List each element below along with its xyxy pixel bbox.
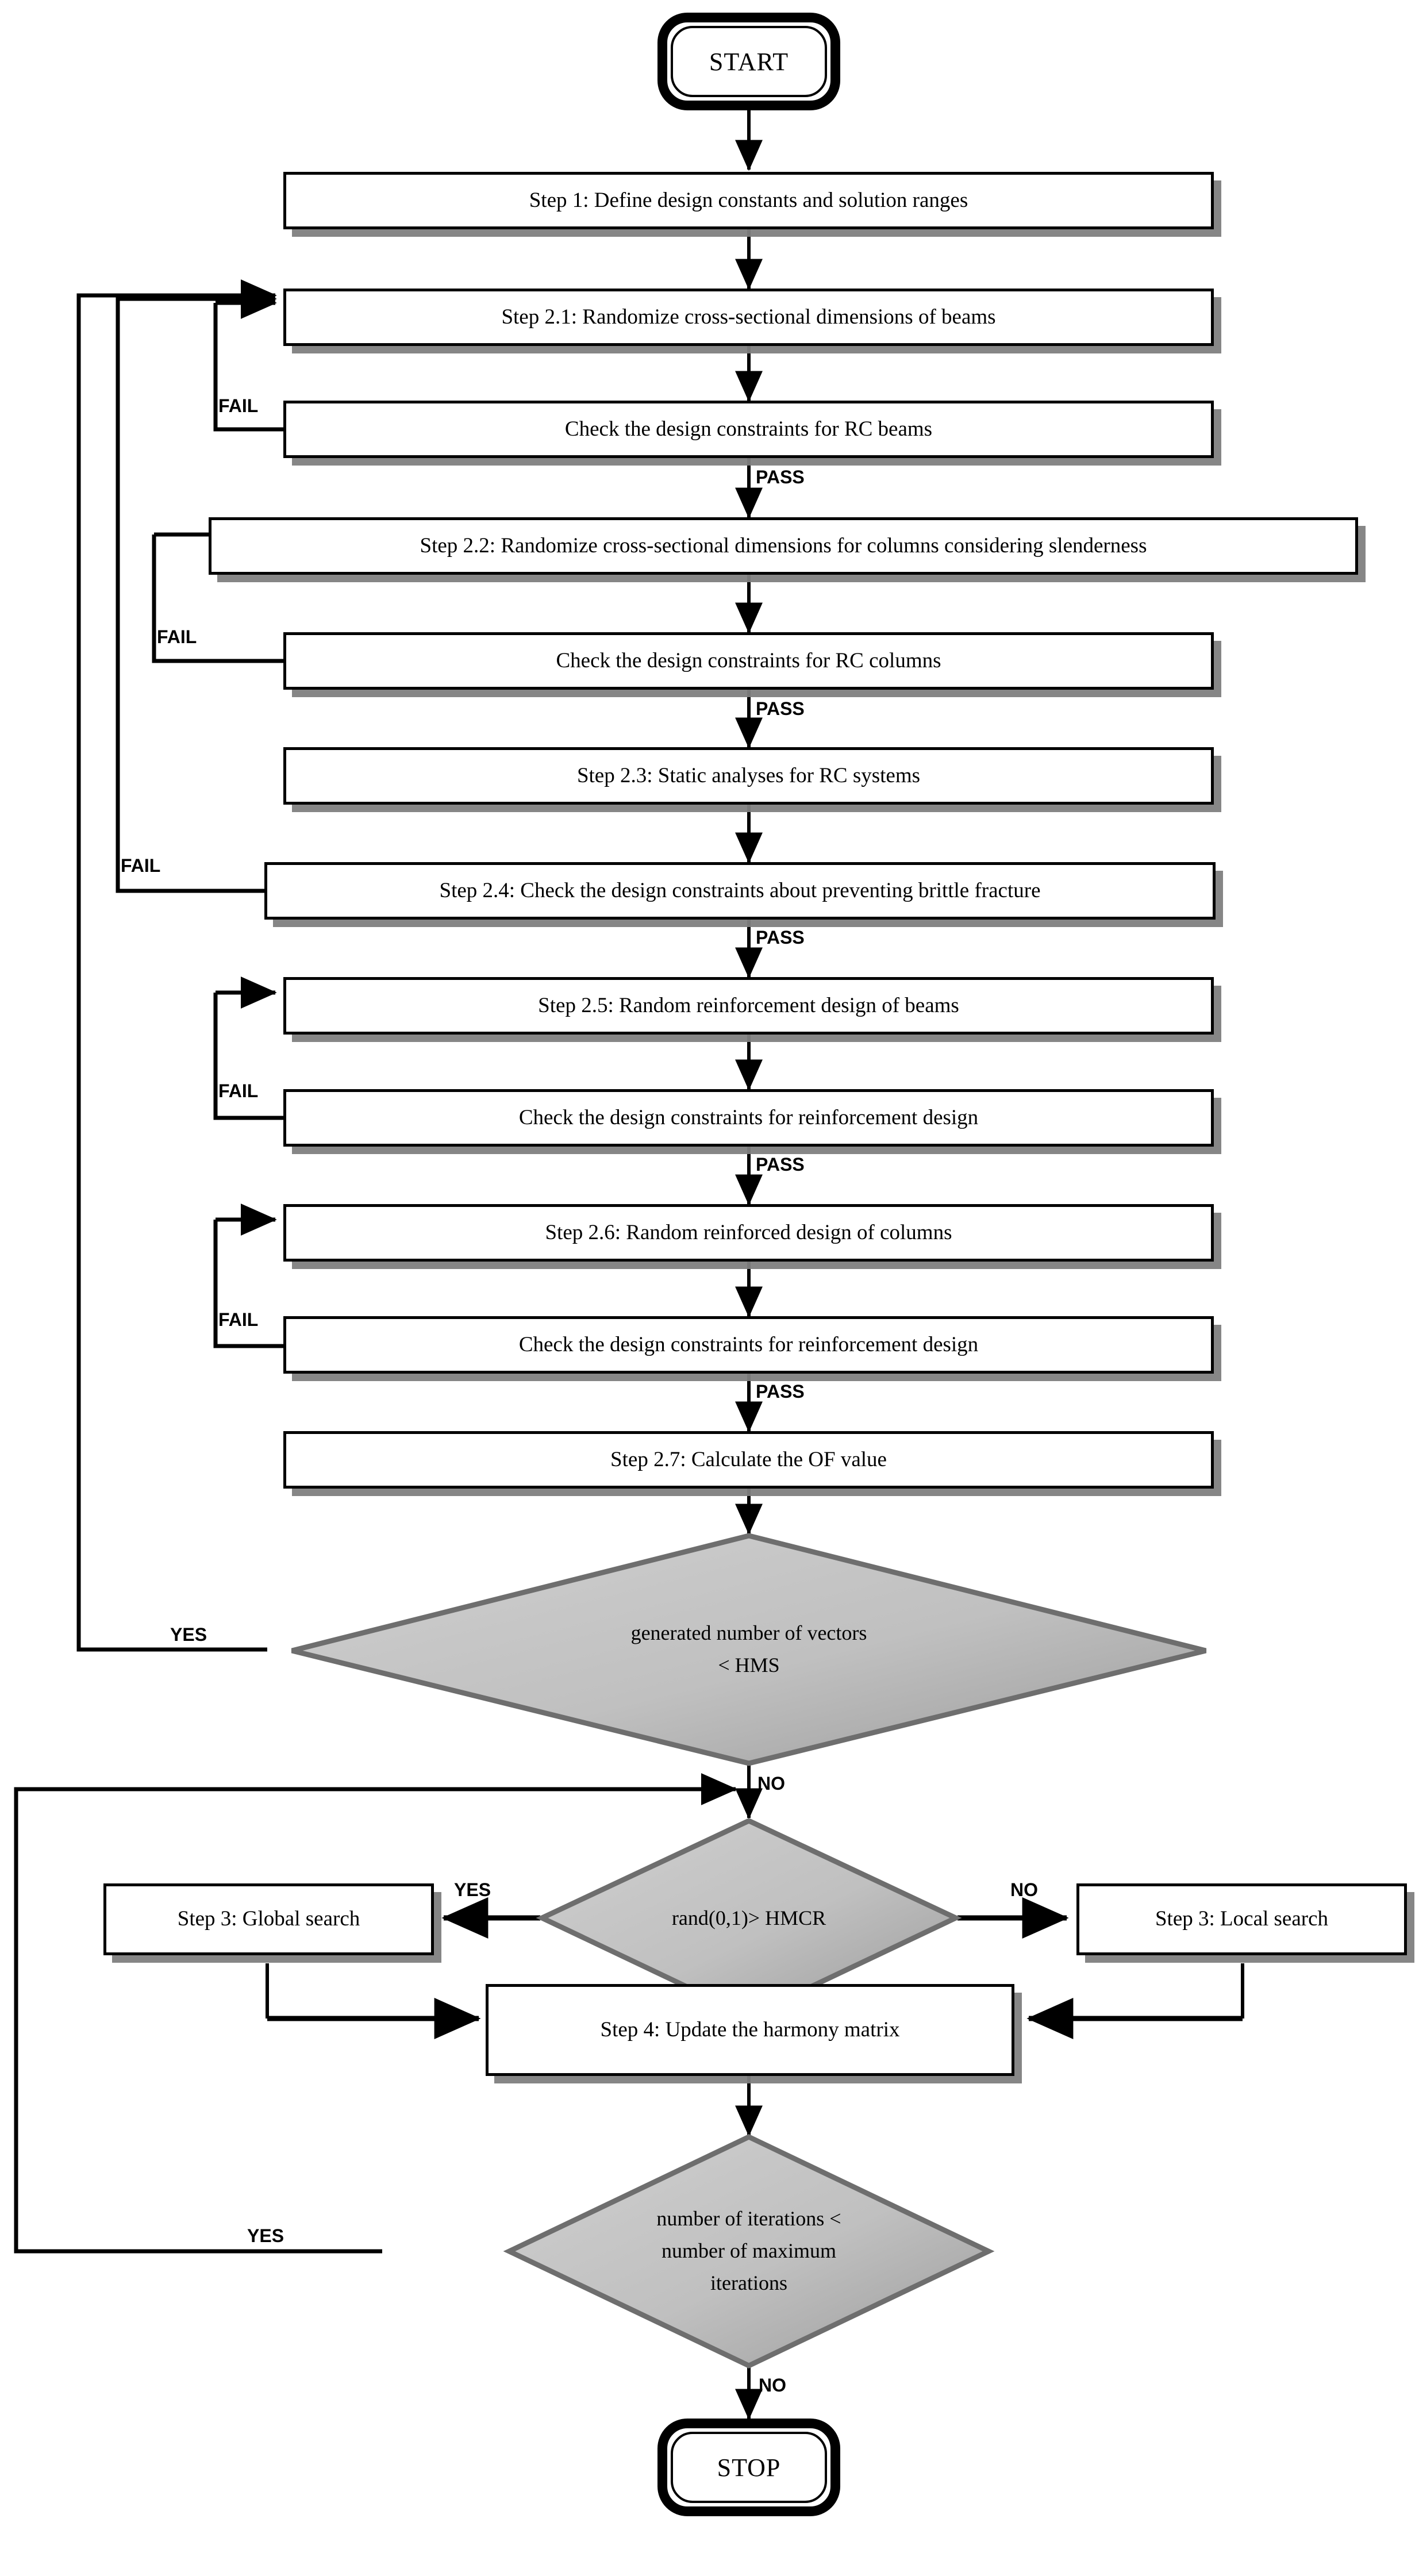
process-step25-label: Step 2.5: Random reinforcement design of… — [538, 993, 959, 1017]
process-step4-update-harmony-matrix-label: Step 4: Update the harmony matrix — [600, 2017, 900, 2041]
process-check-reinforcement-columns-label: Check the design constraints for reinfor… — [518, 1332, 979, 1356]
decision-iterations-text: number of iterations < number of maximum… — [509, 2137, 989, 2366]
process-check-beams-label: Check the design constraints for RC beam… — [564, 417, 933, 441]
edge-label-hms-yes: YES — [170, 1624, 207, 1645]
edge-label-pass-reinforcement-beams: PASS — [756, 1154, 805, 1175]
decision-hms-line1: generated number of vectors — [630, 1621, 867, 1645]
edge-label-hmcr-no: NO — [1010, 1879, 1038, 1900]
process-step1-label: Step 1: Define design constants and solu… — [529, 188, 968, 212]
decision-hms[interactable]: generated number of vectors < HMS — [292, 1536, 1206, 1763]
edge-label-pass-beams: PASS — [756, 467, 805, 487]
decision-iterations-line3: iterations — [710, 2271, 787, 2294]
edge-label-fail-beams: FAIL — [218, 395, 259, 416]
decision-hmcr[interactable]: rand(0,1)> HMCR — [542, 1821, 956, 2016]
edge-label-hmcr-yes: YES — [454, 1879, 491, 1900]
process-check-reinforcement-beams-label: Check the design constraints for reinfor… — [518, 1105, 979, 1129]
process-step23-label: Step 2.3: Static analyses for RC systems — [576, 763, 921, 787]
process-step3-global-search-label: Step 3: Global search — [177, 1907, 360, 1931]
stop-label-wrap: STOP — [671, 2432, 827, 2503]
process-step25[interactable]: Step 2.5: Random reinforcement design of… — [283, 977, 1214, 1035]
edge-label-iterations-yes: YES — [247, 2225, 284, 2246]
process-step1[interactable]: Step 1: Define design constants and solu… — [283, 172, 1214, 229]
edge-label-fail-reinforcement-columns: FAIL — [218, 1309, 259, 1330]
start-label: START — [709, 47, 789, 76]
process-step22[interactable]: Step 2.2: Randomize cross-sectional dime… — [209, 517, 1358, 575]
edge-label-pass-reinforcement-columns: PASS — [756, 1381, 805, 1402]
edge-label-hms-no: NO — [757, 1773, 785, 1794]
process-step3-local-search[interactable]: Step 3: Local search — [1076, 1883, 1407, 1955]
process-check-reinforcement-columns[interactable]: Check the design constraints for reinfor… — [283, 1316, 1214, 1374]
edge-label-pass-columns: PASS — [756, 698, 805, 719]
process-check-columns-label: Check the design constraints for RC colu… — [556, 648, 941, 672]
edge-label-fail-brittle: FAIL — [121, 855, 161, 876]
edge-label-iterations-no: NO — [759, 2375, 786, 2396]
process-step27[interactable]: Step 2.7: Calculate the OF value — [283, 1431, 1214, 1489]
process-step4-update-harmony-matrix[interactable]: Step 4: Update the harmony matrix — [486, 1984, 1014, 2076]
process-step24[interactable]: Step 2.4: Check the design constraints a… — [264, 862, 1216, 920]
process-step26-label: Step 2.6: Random reinforced design of co… — [545, 1220, 952, 1244]
process-step3-local-search-label: Step 3: Local search — [1155, 1907, 1329, 1931]
stop-terminator: STOP — [657, 2419, 840, 2516]
decision-hmcr-text: rand(0,1)> HMCR — [542, 1821, 956, 2016]
process-step26[interactable]: Step 2.6: Random reinforced design of co… — [283, 1204, 1214, 1262]
decision-iterations-line2: number of maximum — [662, 2239, 836, 2263]
decision-iterations[interactable]: number of iterations < number of maximum… — [509, 2137, 989, 2366]
edge-label-fail-columns: FAIL — [157, 626, 197, 647]
process-step3-global-search[interactable]: Step 3: Global search — [103, 1883, 434, 1955]
process-check-beams[interactable]: Check the design constraints for RC beam… — [283, 401, 1214, 458]
start-terminator: START — [657, 13, 840, 110]
process-check-reinforcement-beams[interactable]: Check the design constraints for reinfor… — [283, 1089, 1214, 1147]
decision-hms-text: generated number of vectors < HMS — [292, 1536, 1206, 1763]
process-step21-label: Step 2.1: Randomize cross-sectional dime… — [501, 305, 996, 329]
decision-hms-shape — [291, 1533, 1207, 1766]
process-check-columns[interactable]: Check the design constraints for RC colu… — [283, 632, 1214, 690]
process-step27-label: Step 2.7: Calculate the OF value — [610, 1447, 887, 1471]
process-step24-label: Step 2.4: Check the design constraints a… — [439, 878, 1041, 902]
decision-hmcr-line1: rand(0,1)> HMCR — [671, 1906, 826, 1930]
process-step21[interactable]: Step 2.1: Randomize cross-sectional dime… — [283, 289, 1214, 346]
start-label-wrap: START — [671, 26, 827, 97]
stop-label: STOP — [717, 2453, 781, 2482]
edge-label-pass-brittle: PASS — [756, 927, 805, 948]
process-step22-label: Step 2.2: Randomize cross-sectional dime… — [420, 533, 1147, 558]
process-step23[interactable]: Step 2.3: Static analyses for RC systems — [283, 747, 1214, 805]
decision-hms-line2: < HMS — [718, 1654, 780, 1677]
decision-iterations-line1: number of iterations < — [656, 2207, 841, 2231]
decision-iter-shape — [503, 2134, 995, 2369]
edge-label-fail-reinforcement-beams: FAIL — [218, 1081, 259, 1101]
